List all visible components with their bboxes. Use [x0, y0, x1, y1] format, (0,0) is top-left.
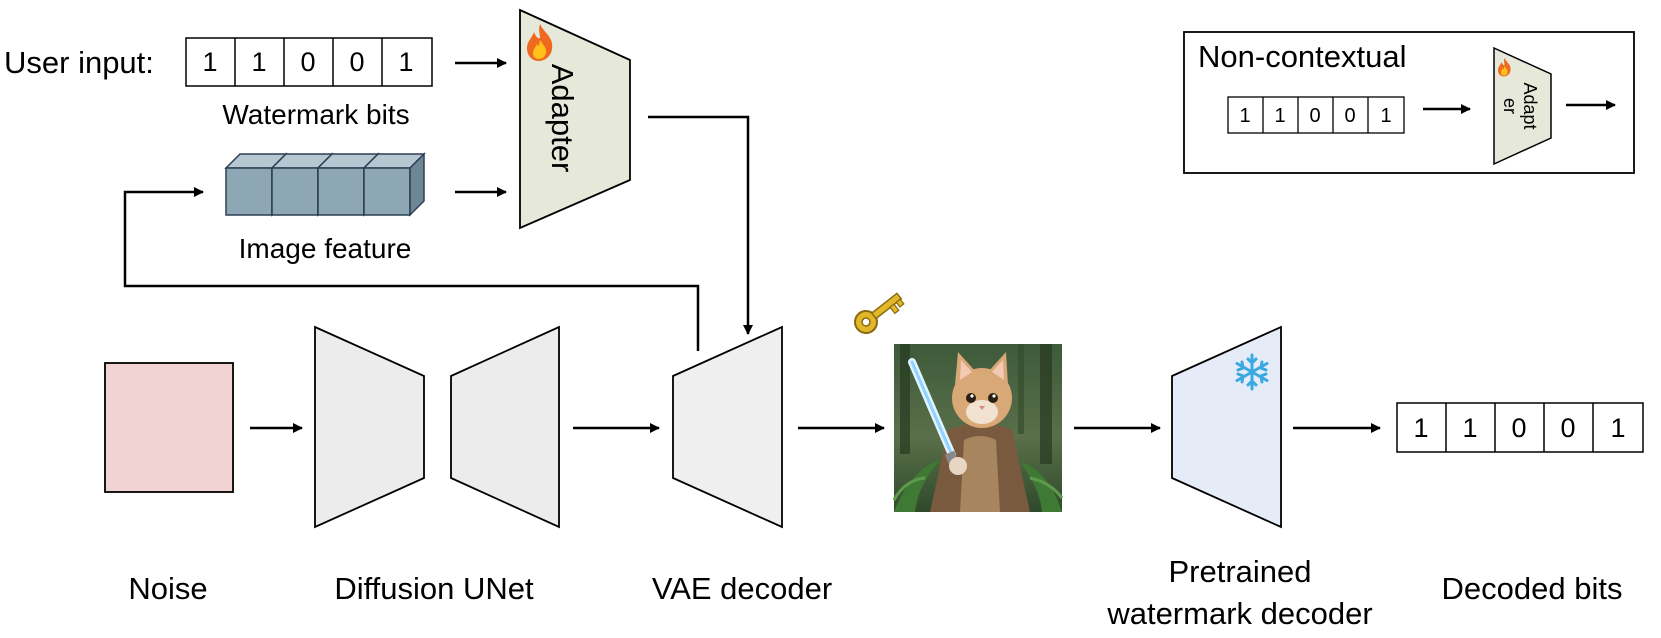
- image-feature-blocks: [224, 152, 426, 217]
- non-contextual-bit: 1: [1380, 105, 1391, 127]
- watermark-bits-label: Watermark bits: [222, 99, 409, 130]
- stage-label-vae: VAE decoder: [652, 571, 832, 606]
- adapter-label: Adapter: [545, 64, 580, 173]
- watermark-bits-row: 1 1 0 0 1: [185, 37, 433, 87]
- decoded-bit: 1: [1610, 413, 1625, 443]
- decoded-bit: 0: [1511, 413, 1526, 443]
- non-contextual-adapter-module: [1493, 46, 1552, 166]
- watermark-bit: 1: [202, 47, 217, 77]
- decoded-bit: 0: [1560, 413, 1575, 443]
- key-icon: [854, 292, 905, 334]
- watermark-bit: 1: [251, 47, 266, 77]
- non-contextual-adapter-label-2: er: [1500, 98, 1520, 114]
- image-feature-label: Image feature: [239, 233, 412, 264]
- stage-label-unet: Diffusion UNet: [334, 571, 534, 606]
- arrow-vae-feedback-to-feature: [123, 187, 700, 351]
- arrow-adapter-to-vae: [648, 115, 753, 335]
- decoded-bit: 1: [1462, 413, 1477, 443]
- vae-decoder-module: [672, 325, 783, 529]
- stage-label-noise: Noise: [128, 571, 207, 606]
- stage-label-decoded-bits: Decoded bits: [1442, 571, 1623, 606]
- watermark-bit: 0: [349, 47, 364, 77]
- flame-icon: [1498, 58, 1511, 77]
- kitten-jedi-image: [892, 344, 1064, 512]
- watermark-decoder-module: [1171, 325, 1282, 529]
- unet-encoder: [314, 325, 425, 529]
- decoded-bit: 1: [1413, 413, 1428, 443]
- watermark-bit: 1: [398, 47, 413, 77]
- stage-label-decoder-line2: watermark decoder: [1106, 596, 1372, 631]
- non-contextual-adapter-label: Adapt: [1520, 82, 1540, 129]
- snowflake-icon: [1235, 353, 1269, 391]
- decoded-bits-row: 1 1 0 0 1: [1396, 402, 1644, 453]
- non-contextual-title: Non-contextual: [1198, 39, 1407, 74]
- unet-decoder: [450, 325, 560, 529]
- non-contextual-bit: 0: [1309, 105, 1320, 127]
- non-contextual-bit: 1: [1239, 105, 1250, 127]
- noise-block: [104, 362, 234, 493]
- non-contextual-bits-row: 1 1 0 0 1: [1227, 96, 1405, 134]
- non-contextual-bit: 1: [1274, 105, 1285, 127]
- user-input-label: User input:: [4, 45, 154, 80]
- non-contextual-bit: 0: [1344, 105, 1355, 127]
- stage-label-decoder-line1: Pretrained: [1168, 554, 1311, 589]
- flame-icon: [527, 24, 553, 61]
- watermark-bit: 0: [300, 47, 315, 77]
- adapter-module: [519, 8, 631, 230]
